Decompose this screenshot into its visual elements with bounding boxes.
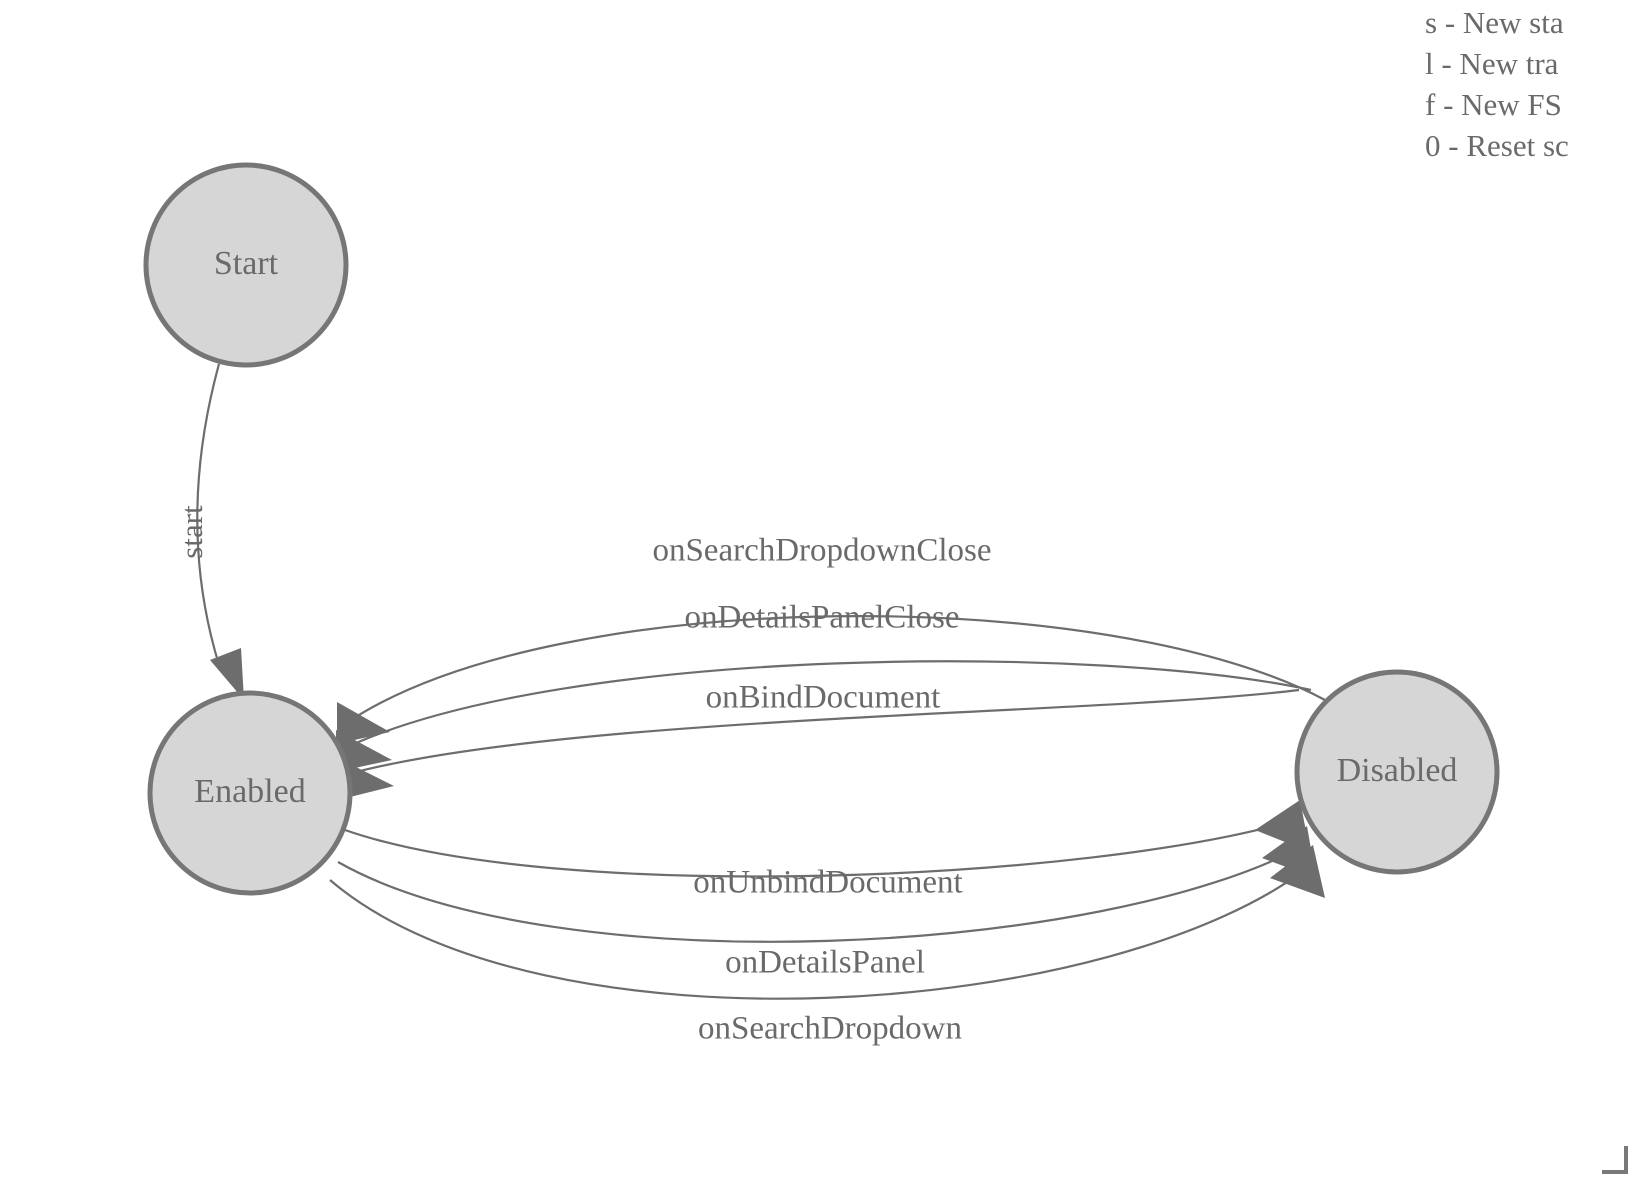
node-group: Start Enabled Disabled	[143, 162, 1500, 896]
edge-path-onDetailsPanel[interactable]	[337, 844, 1306, 943]
node-start-circle[interactable]	[143, 162, 349, 368]
node-disabled-circle[interactable]	[1294, 669, 1500, 875]
edge-start-to-enabled[interactable]	[196, 363, 244, 700]
edge-path-onSearchDropdownClose[interactable]	[350, 615, 1326, 721]
node-start[interactable]: Start	[143, 162, 349, 368]
arrow-head-start	[210, 648, 244, 700]
edge-label-start: start	[174, 505, 209, 559]
edge-label-onSearchDropdown: onSearchDropdown	[698, 1011, 962, 1047]
edge-path-onBindDocument[interactable]	[344, 688, 1300, 777]
node-disabled[interactable]: Disabled	[1294, 669, 1500, 875]
node-disabled-label: Disabled	[1337, 752, 1458, 789]
edge-group	[196, 363, 1326, 1000]
arrow-head-onDetailsPanelClose	[336, 730, 392, 772]
edge-path-start[interactable]	[196, 363, 221, 666]
node-enabled[interactable]: Enabled	[147, 690, 353, 896]
edge-disabled-to-enabled-detailspanelclose[interactable]	[336, 660, 1312, 772]
edge-label-onDetailsPanel: onDetailsPanel	[725, 945, 925, 981]
edge-path-onUnbindDocument[interactable]	[344, 818, 1296, 878]
edge-path-onDetailsPanelClose[interactable]	[344, 660, 1312, 749]
node-start-label: Start	[214, 245, 279, 282]
edge-path-onSearchDropdown[interactable]	[329, 861, 1316, 1000]
edge-enabled-to-disabled-searchdropdown[interactable]	[329, 845, 1325, 1000]
edge-label-onBindDocument: onBindDocument	[706, 680, 941, 716]
edge-label-group: start onSearchDropdownClose onDetailsPan…	[174, 505, 991, 1047]
arrow-head-onSearchDropdown	[1270, 845, 1325, 898]
edge-label-onSearchDropdownClose: onSearchDropdownClose	[652, 533, 991, 569]
node-enabled-label: Enabled	[194, 773, 305, 810]
edge-label-onDetailsPanelClose: onDetailsPanelClose	[685, 600, 960, 636]
node-enabled-circle[interactable]	[147, 690, 353, 896]
edge-label-onUnbindDocument: onUnbindDocument	[693, 865, 962, 901]
